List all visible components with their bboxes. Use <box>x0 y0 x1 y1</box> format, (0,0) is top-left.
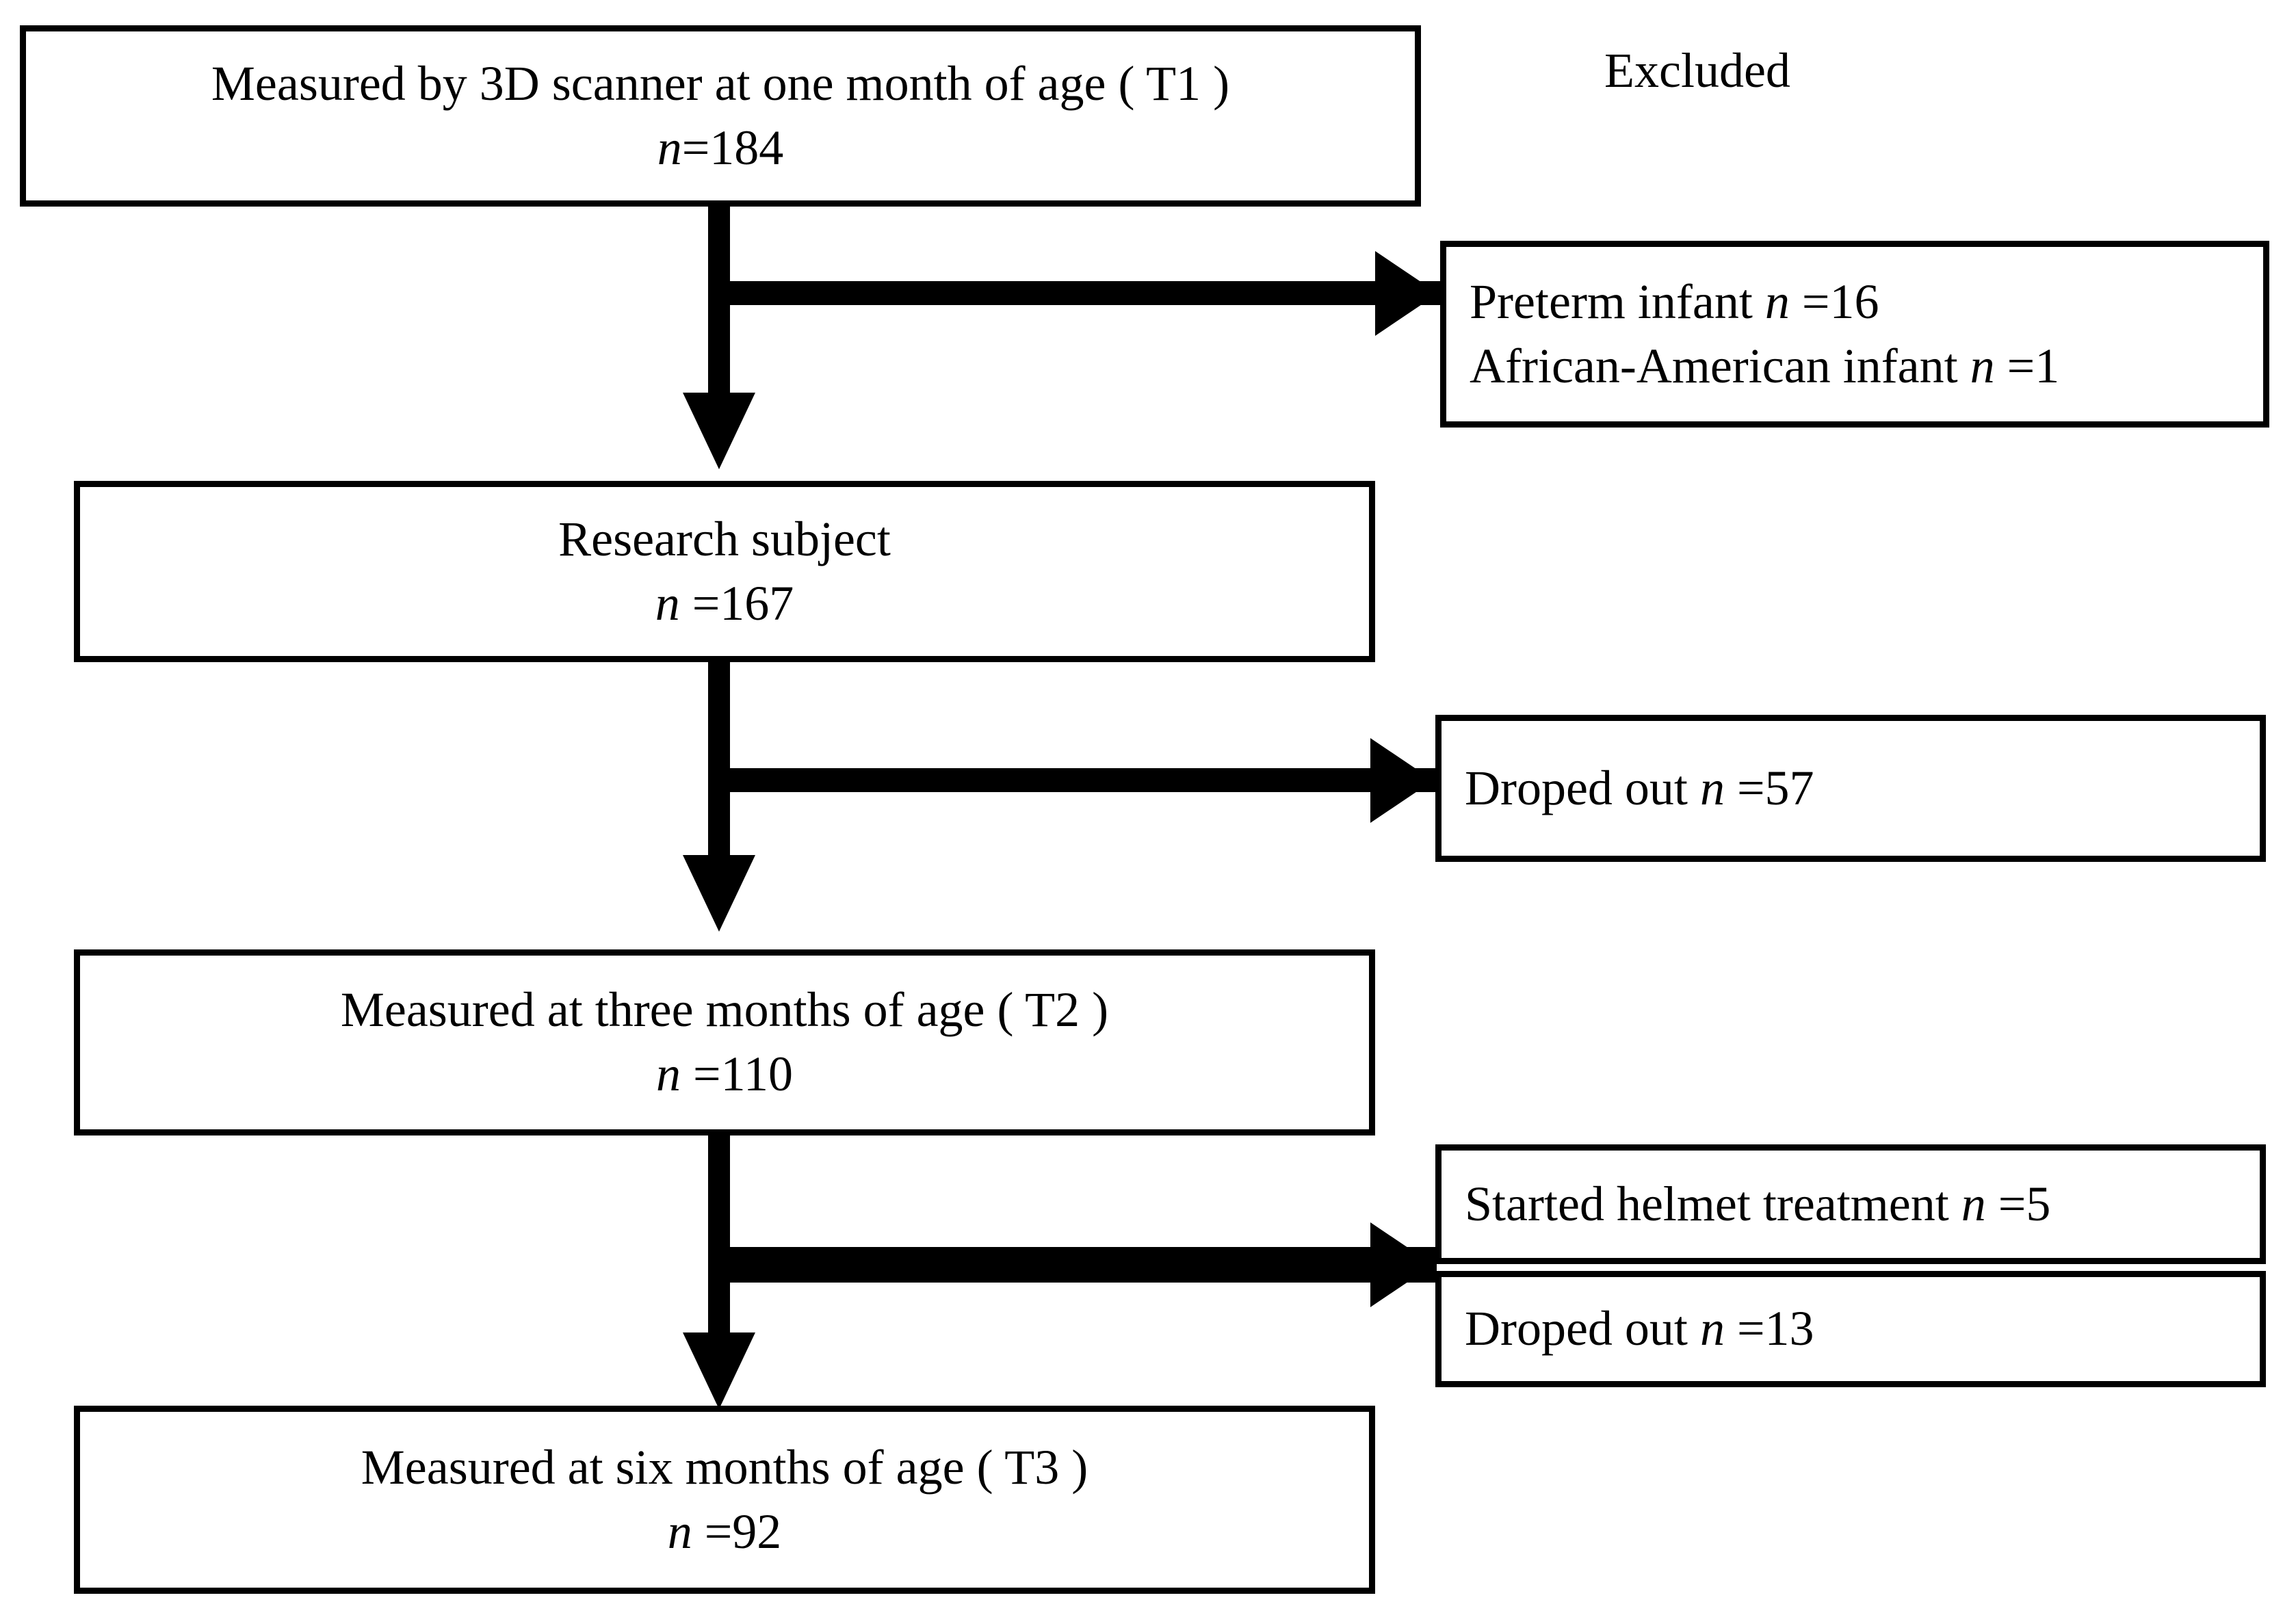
excluded-box-dropout-57-n: n <box>1699 760 1725 815</box>
excluded-box-dropout-57-text: Droped out <box>1465 760 1700 815</box>
excluded-box-dropout-57-line1: Droped out n =57 <box>1465 757 1814 821</box>
connector-t1-stem <box>708 202 730 408</box>
excluded-box-helmet-n: n <box>1961 1176 1986 1231</box>
connector-t2-exclusion-shaft <box>708 1247 1437 1283</box>
node-t3-n-value: =92 <box>692 1504 782 1559</box>
excluded-box-preterm-line2-value: =1 <box>1994 338 2060 393</box>
connector-t1-exclusion-shaft <box>708 281 1441 305</box>
node-t1-box: Measured by 3D scanner at one month of a… <box>20 25 1421 207</box>
excluded-box-helmet-value: =5 <box>1985 1176 2051 1231</box>
connector-t1-arrowhead-down <box>683 393 755 469</box>
node-t2-n-symbol: n <box>656 1047 681 1101</box>
node-t1-n-symbol: n <box>657 120 682 175</box>
node-t3-line1: Measured at six months of age ( T3 ) <box>361 1439 1088 1495</box>
node-research-subject-n-value: =167 <box>679 575 794 631</box>
excluded-box-dropout-13: Droped out n =13 <box>1435 1271 2266 1387</box>
connector-research-arrowhead-down <box>683 855 755 932</box>
connector-research-exclusion-shaft <box>708 768 1437 792</box>
node-research-subject-box: Research subject n =167 <box>74 481 1375 662</box>
excluded-box-preterm-line2-n: n <box>1970 338 1995 393</box>
excluded-box-dropout-13-line1: Droped out n =13 <box>1465 1297 1814 1361</box>
node-t3-line2: n =92 <box>668 1500 782 1564</box>
node-t1-line1: Measured by 3D scanner at one month of a… <box>211 55 1230 111</box>
excluded-box-preterm-line1-n: n <box>1764 274 1790 329</box>
excluded-box-preterm: Preterm infant n =16 African-American in… <box>1440 241 2269 428</box>
excluded-box-dropout-57: Droped out n =57 <box>1435 715 2266 862</box>
excluded-box-preterm-line1-value: =16 <box>1789 274 1879 329</box>
node-research-subject-line1: Research subject <box>558 511 891 566</box>
excluded-box-dropout-13-n: n <box>1699 1301 1725 1356</box>
node-research-subject-n-symbol: n <box>655 575 680 631</box>
excluded-box-dropout-57-value: =57 <box>1724 760 1814 815</box>
excluded-box-preterm-line1: Preterm infant n =16 <box>1470 270 1879 334</box>
node-t2-n-value: =110 <box>681 1047 793 1101</box>
node-t2-line1: Measured at three months of age ( T2 ) <box>340 982 1109 1038</box>
excluded-box-helmet-line1: Started helmet treatment n =5 <box>1465 1172 2050 1237</box>
excluded-box-helmet: Started helmet treatment n =5 <box>1435 1144 2266 1264</box>
excluded-box-preterm-line2-text: African-American infant <box>1470 338 1970 393</box>
node-t2-box: Measured at three months of age ( T2 ) n… <box>74 949 1375 1135</box>
connector-t2-exclusion-arrowhead <box>1370 1222 1433 1307</box>
node-t3-n-symbol: n <box>667 1504 692 1559</box>
node-research-subject-line2: n =167 <box>655 572 794 636</box>
connector-t1-exclusion-arrowhead <box>1375 251 1438 336</box>
connector-research-stem <box>708 658 730 870</box>
node-t1-n-value: =184 <box>681 120 784 175</box>
excluded-box-dropout-13-text: Droped out <box>1465 1301 1700 1356</box>
excluded-box-preterm-line2: African-American infant n =1 <box>1470 334 2059 399</box>
node-t1-line2: n=184 <box>657 116 784 181</box>
connector-research-exclusion-arrowhead <box>1370 738 1433 823</box>
node-t3-box: Measured at six months of age ( T3 ) n =… <box>74 1406 1375 1594</box>
node-t2-line2: n =110 <box>656 1042 793 1107</box>
excluded-column-label: Excluded <box>1604 43 1790 98</box>
connector-t2-stem <box>708 1131 730 1348</box>
excluded-box-preterm-line1-text: Preterm infant <box>1470 274 1765 329</box>
connector-t2-arrowhead-down <box>683 1332 755 1409</box>
excluded-box-helmet-text: Started helmet treatment <box>1465 1176 1961 1231</box>
excluded-box-dropout-13-value: =13 <box>1724 1301 1814 1356</box>
